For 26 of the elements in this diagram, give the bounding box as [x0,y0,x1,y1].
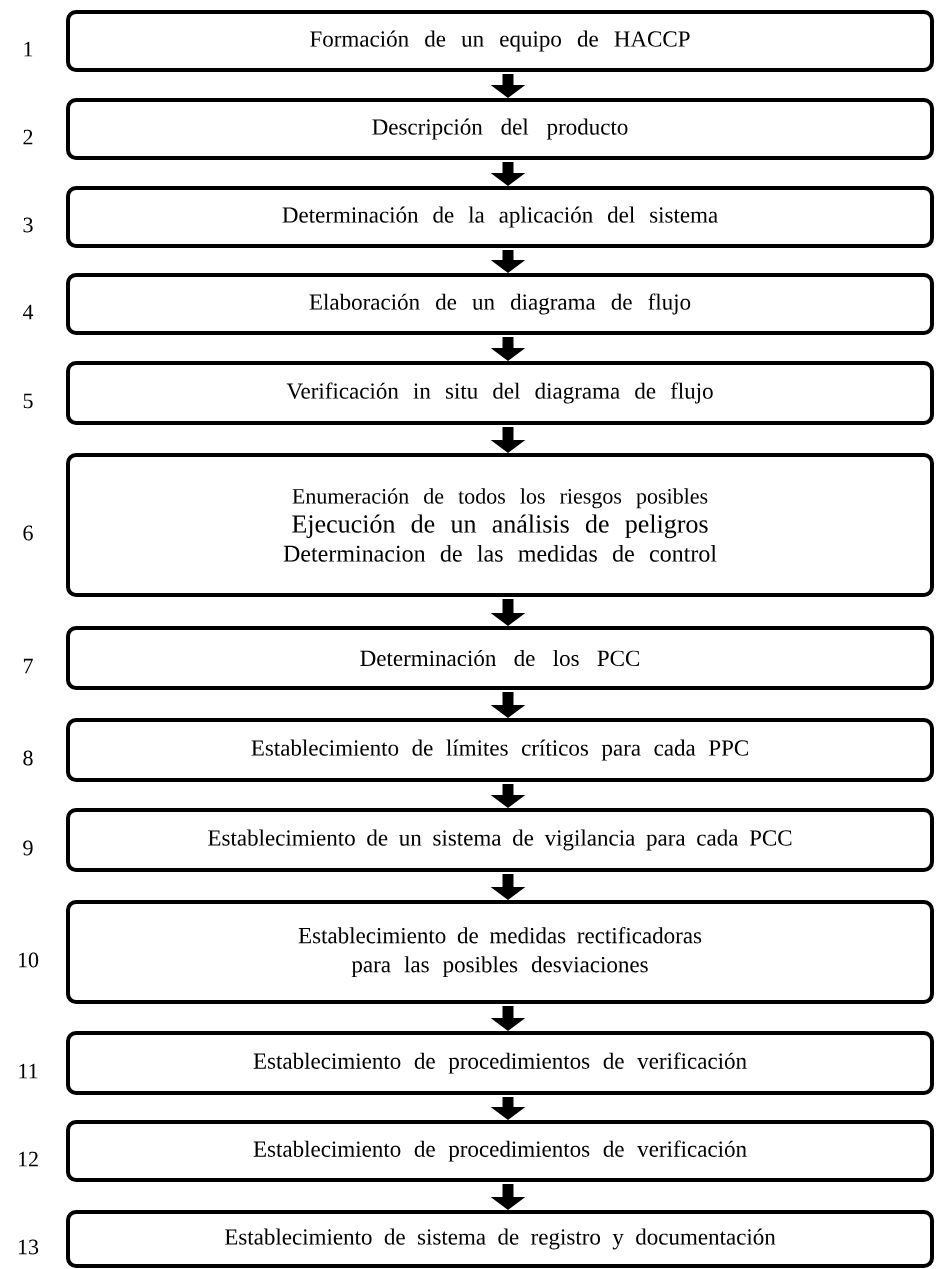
step-box: Establecimiento de procedimientos de verificación [66,1031,934,1095]
step-box: Establecimiento de sistema de registro y documentación [66,1210,934,1268]
step-box: Establecimiento de medidas rectificadoras para las posibles desviaciones [66,900,934,1004]
step-number: 8 [23,750,33,766]
step-box: Establecimiento de límites críticos para cada PPC [66,718,934,782]
step-number: 11 [19,1063,38,1079]
step-number: 4 [22,304,34,320]
step-box: Formación de un equipo de HACCP [66,10,934,72]
step-box: Elaboración de un diagrama de flujo [66,273,934,335]
step-number: 10 [18,952,39,968]
step-box: Determinación de los PCC [66,626,934,690]
step-number: 2 [23,129,33,145]
step-number: 3 [23,217,33,233]
step-number: 1 [24,41,33,57]
step-number: 13 [18,1239,39,1255]
step-box: Verificación in situ del diagrama de flujo [66,361,934,425]
step-box: Establecimiento de procedimientos de verificación [66,1120,934,1182]
step-number: 9 [23,840,33,856]
step-box: Enumeración de todos los riesgos posibles Ejecución de un análisis de peligros Determinacion de las medidas de control [66,453,934,597]
step-box: Determinación de la aplicación del sistema [66,186,934,248]
step-number: 5 [23,393,33,409]
step-box: Establecimiento de un sistema de vigilancia para cada PCC [66,808,934,872]
step-box: Descripción del producto [66,98,934,160]
step-number: 6 [23,525,33,541]
step-number: 12 [18,1151,38,1167]
step-number: 7 [23,658,33,674]
